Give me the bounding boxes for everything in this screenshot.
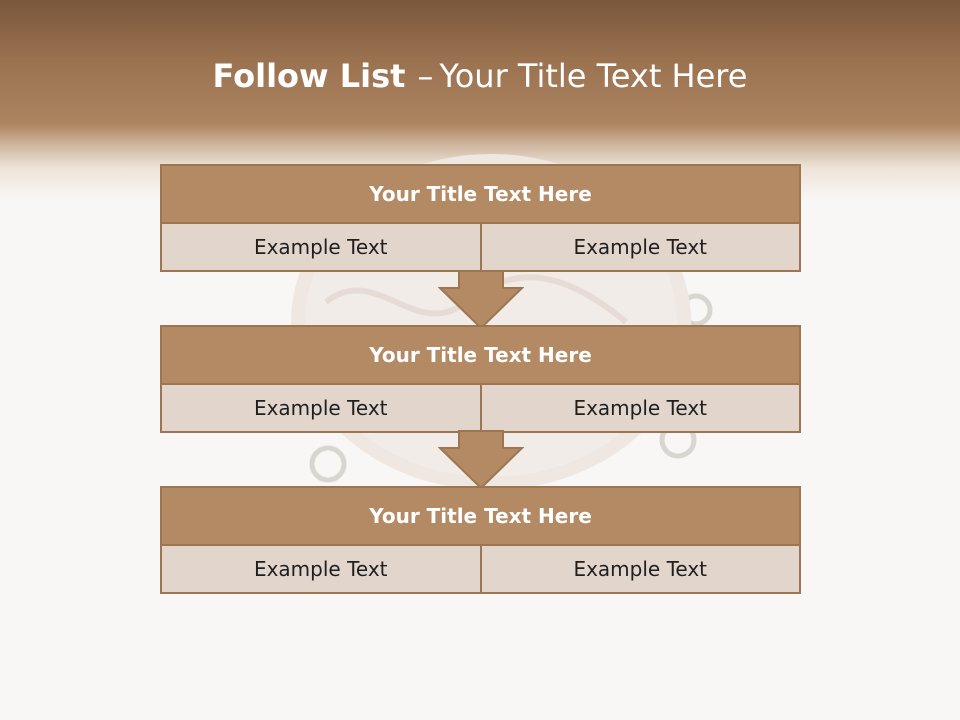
block-left-text: Example Text <box>162 385 480 431</box>
block-row: Example Text Example Text <box>162 546 799 592</box>
block-title: Your Title Text Here <box>162 488 799 546</box>
block-right-text: Example Text <box>479 385 799 431</box>
title-bold-part: Follow List <box>212 57 406 95</box>
block-right-text: Example Text <box>479 224 799 270</box>
block-left-text: Example Text <box>162 546 480 592</box>
list-block-3: Your Title Text Here Example Text Exampl… <box>160 486 801 594</box>
block-right-text: Example Text <box>479 546 799 592</box>
list-block-1: Your Title Text Here Example Text Exampl… <box>160 164 801 272</box>
slide-title: Follow List–Your Title Text Here <box>0 52 960 100</box>
title-separator: – <box>417 57 434 95</box>
block-title: Your Title Text Here <box>162 166 799 224</box>
block-title: Your Title Text Here <box>162 327 799 385</box>
list-block-2: Your Title Text Here Example Text Exampl… <box>160 325 801 433</box>
block-left-text: Example Text <box>162 224 480 270</box>
title-rest-part: Your Title Text Here <box>439 57 748 95</box>
block-row: Example Text Example Text <box>162 385 799 431</box>
arrow-down-icon <box>438 270 524 330</box>
arrow-down-icon <box>438 430 524 490</box>
block-row: Example Text Example Text <box>162 224 799 270</box>
